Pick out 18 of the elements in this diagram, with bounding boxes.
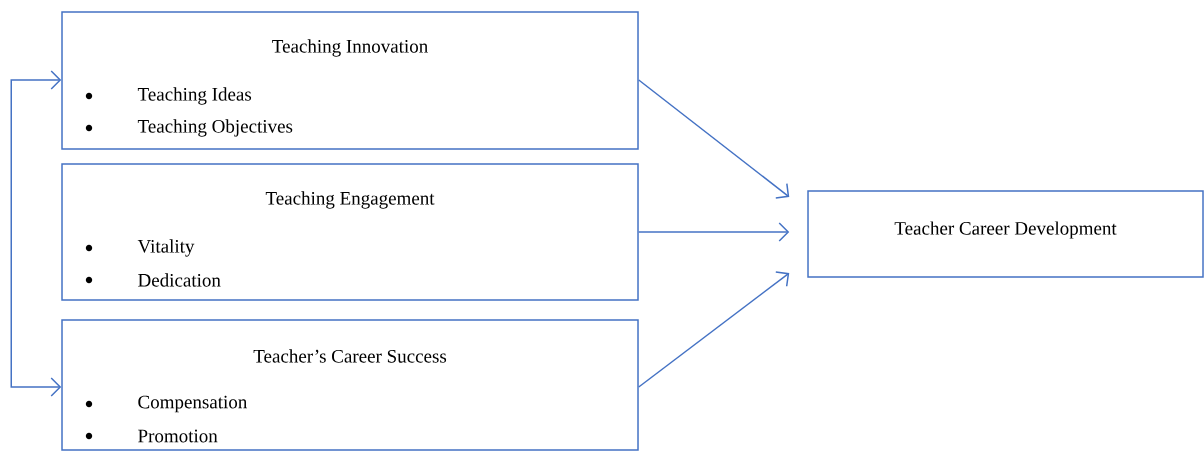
concept-box <box>61 11 639 150</box>
bullet-item: Compensation <box>85 395 248 413</box>
concept-box <box>61 319 639 451</box>
bullet-item: Teaching Ideas <box>85 87 252 105</box>
arrow <box>638 79 790 199</box>
box-title: Teacher’s Career Success <box>253 349 447 363</box>
concept-box <box>807 190 1204 278</box>
bullet-item: Vitality <box>85 239 195 257</box>
arrow <box>10 70 62 397</box>
bullet-item: Teaching Objectives <box>85 119 293 137</box>
arrow <box>638 271 790 388</box>
bullet-item: Promotion <box>85 429 218 443</box>
bullet-item: Dedication <box>85 273 221 287</box>
box-label: Teacher Career Development <box>894 221 1117 239</box>
box-title: Teaching Engagement <box>265 191 435 209</box>
arrow <box>638 222 790 242</box>
box-title: Teaching Innovation <box>272 39 428 57</box>
concept-box <box>61 163 639 301</box>
